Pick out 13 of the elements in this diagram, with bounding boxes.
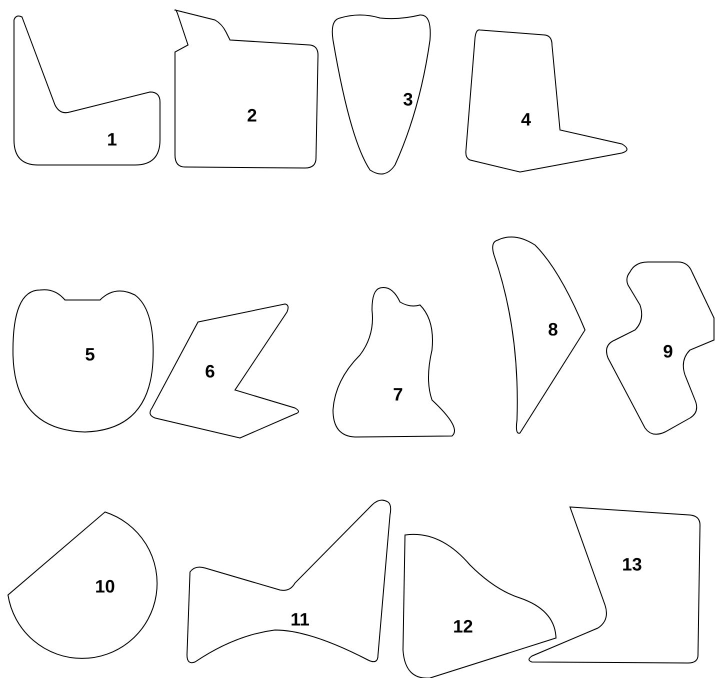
shape-number: 9: [663, 342, 673, 362]
shape-number: 1: [107, 130, 117, 150]
shape-number: 12: [452, 616, 474, 638]
shape-number: 8: [548, 320, 558, 340]
shape-number: 11: [290, 610, 310, 630]
shape-number: 7: [393, 384, 403, 406]
shape-number: 5: [85, 344, 95, 366]
shape-number: 3: [403, 90, 413, 110]
shape-number: 4: [521, 110, 531, 130]
shape-number: 2: [247, 106, 257, 126]
shape-number: 6: [205, 362, 215, 382]
shape-number: 10: [94, 576, 116, 598]
shape-number: 13: [622, 554, 642, 576]
